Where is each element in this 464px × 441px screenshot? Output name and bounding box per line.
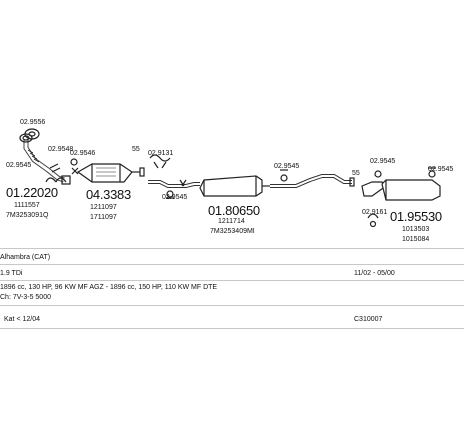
part-ref: 7M3253091Q: [6, 212, 49, 219]
part-ref: 7M3253409MI: [210, 228, 255, 235]
part-code: 02.9131: [148, 150, 174, 157]
front-pipe: [19, 133, 71, 185]
hanger-2: [166, 190, 174, 199]
hanger-5: [367, 213, 379, 228]
clamp-3: [349, 177, 355, 187]
reference-code: C310007: [354, 316, 383, 323]
divider: [0, 248, 464, 249]
hanger-1: [149, 154, 171, 169]
part-code: 04.3383: [86, 187, 131, 202]
part-code: 02.9545: [274, 163, 300, 170]
part-code: 02.9545: [370, 158, 396, 165]
part-ref: 1711097: [90, 214, 117, 221]
engine-label: 1.9 TDi: [0, 270, 23, 277]
hanger-4: [374, 167, 436, 178]
rear-silencer: [361, 179, 441, 201]
part-code: 02.9545: [162, 194, 188, 201]
chassis-note: Ch: 7V-3-5 5000: [0, 294, 51, 301]
middle-silencer: [199, 175, 270, 197]
part-ref: 1111557: [14, 202, 40, 209]
catalyst-note: Kat < 12/04: [4, 316, 41, 323]
clamp-1: [139, 167, 145, 177]
divider: [0, 305, 464, 306]
gasket-top: [24, 128, 40, 140]
hanger-3: [280, 169, 288, 182]
part-ref: 1015084: [402, 236, 430, 243]
part-code: 02.9545: [6, 162, 32, 169]
part-code: 01.95530: [390, 209, 442, 224]
part-code: 01.22020: [6, 185, 58, 200]
part-code: 02.9556: [20, 119, 46, 126]
part-code: 02.9546: [70, 150, 96, 157]
part-ref: 1013503: [402, 226, 430, 233]
part-code: 01.80650: [208, 203, 260, 218]
exhaust-diagram: 02.9556 02.9545 02.9548 02.9546 01.22020…: [6, 119, 454, 243]
divider: [0, 328, 464, 329]
part-code: 02.9161: [362, 209, 388, 216]
engine-spec: 1896 cc, 130 HP, 96 KW MF AGZ - 1896 cc,…: [0, 284, 218, 291]
model-label: Alhambra (CAT): [0, 254, 51, 261]
catalyst: [76, 163, 140, 183]
date-range: 11/02 - 05/00: [354, 270, 395, 277]
divider: [0, 280, 464, 281]
part-ref: 1211097: [90, 204, 117, 211]
clamp-parts-left: [45, 158, 79, 183]
clamp-size: 55: [132, 146, 140, 153]
divider: [0, 264, 464, 265]
exhaust-drawing: [19, 128, 441, 228]
part-code: 02.9545: [428, 166, 454, 173]
part-ref: 1211714: [218, 218, 245, 225]
part-code: 02.9548: [48, 146, 74, 153]
clamp-size: 55: [352, 170, 360, 177]
rear-pipe: [270, 174, 352, 188]
intermediate-pipe: [148, 179, 200, 188]
